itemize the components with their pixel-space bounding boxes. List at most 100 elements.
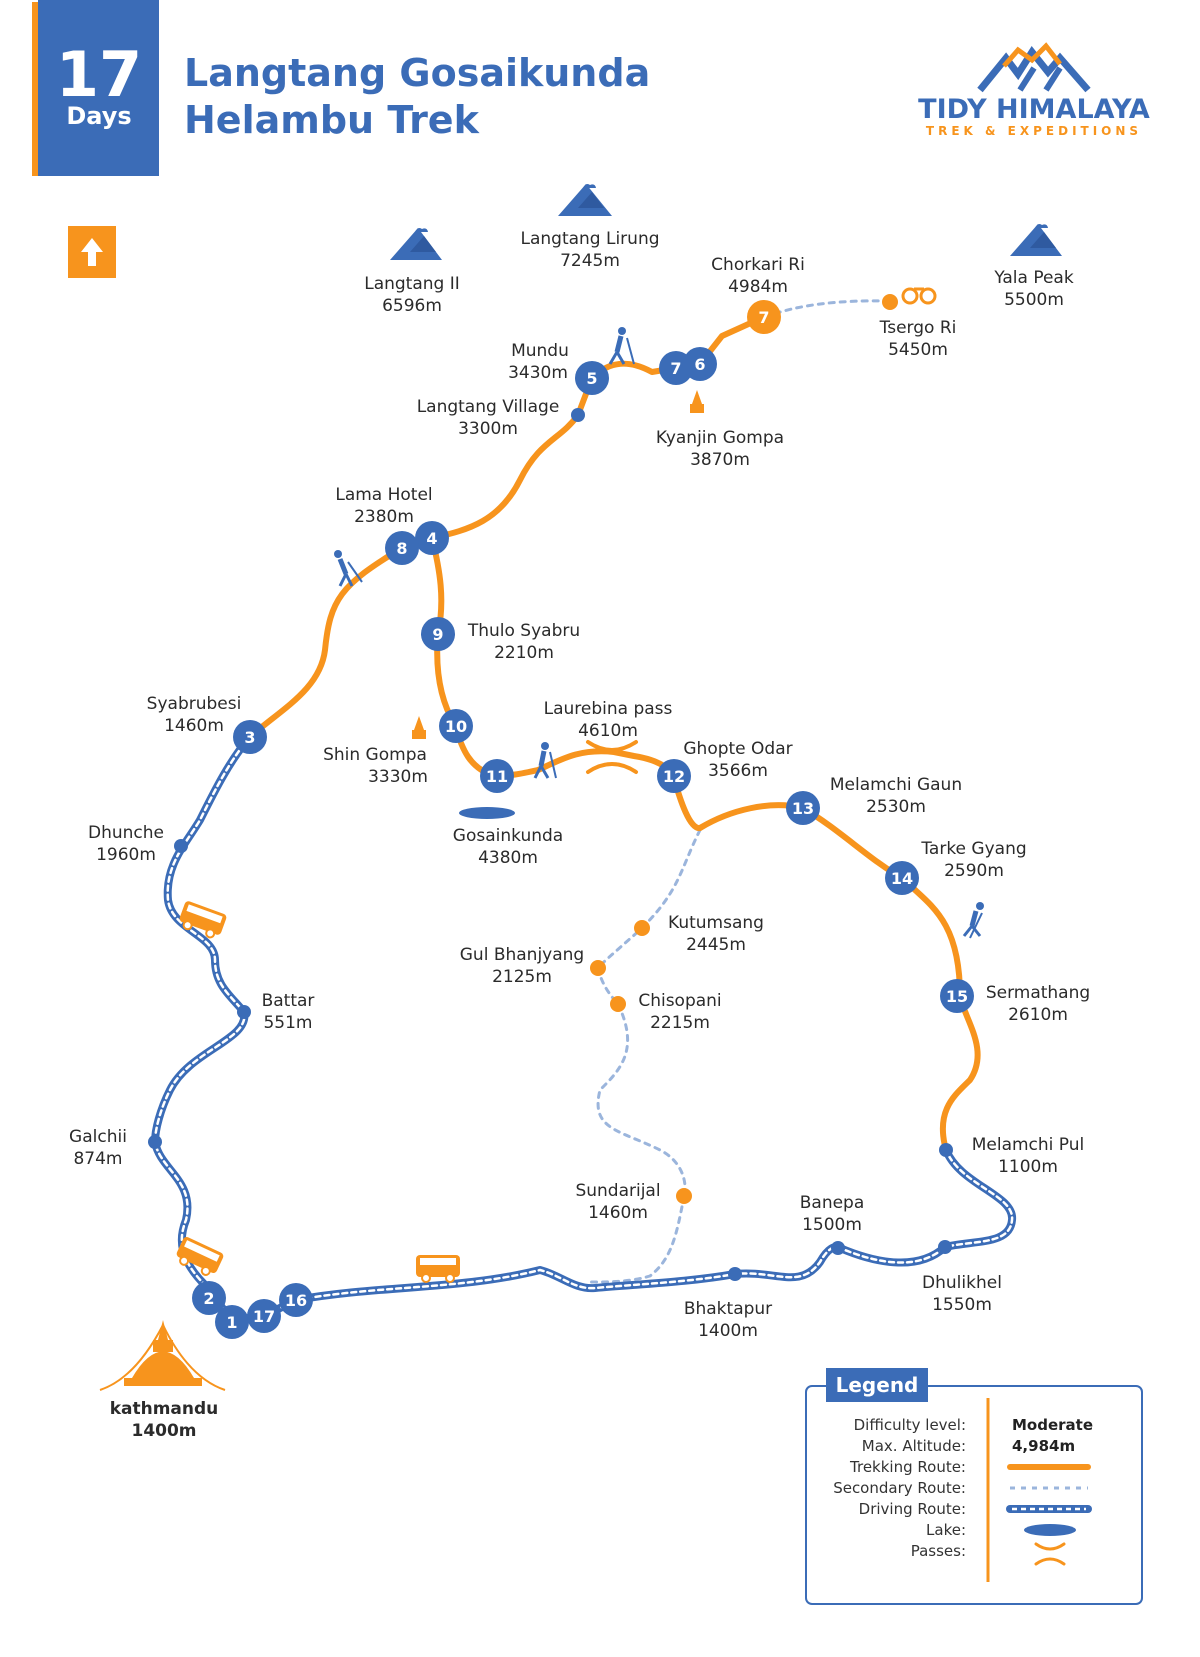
- alt-gosainkunda: 4380m: [478, 848, 538, 868]
- north-arrow: [68, 226, 116, 278]
- day-marker-circle: [279, 1283, 313, 1317]
- day-marker-circle: [215, 1305, 249, 1339]
- legend-passes-label: Passes:: [911, 1542, 966, 1560]
- legend-secondary-label: Secondary Route:: [833, 1479, 966, 1497]
- label-thulo-syabru: Thulo Syabru: [467, 621, 580, 641]
- legend-difficulty-label: Difficulty level:: [854, 1416, 966, 1434]
- binoculars-icon: [901, 287, 937, 305]
- lake-icon: [459, 807, 515, 819]
- day-marker-circle: [747, 300, 781, 334]
- alt-kathmandu: 1400m: [131, 1421, 196, 1441]
- day-marker-circle: [247, 1299, 281, 1333]
- alt-sundarijal: 1460m: [588, 1203, 648, 1223]
- alt-kutumsang: 2445m: [686, 935, 746, 955]
- day-marker-circle: [575, 361, 609, 395]
- stupa-icon: [412, 716, 426, 739]
- peak-name: Langtang Lirung: [520, 229, 659, 249]
- alt-battar: 551m: [263, 1013, 312, 1033]
- legend-trekking-label: Trekking Route:: [849, 1458, 966, 1476]
- day-marker: 7: [747, 300, 781, 334]
- arrow-up-icon: [81, 238, 103, 266]
- day-marker-circle: [885, 861, 919, 895]
- alt-gul: 2125m: [492, 967, 552, 987]
- day-marker-circle: [786, 791, 820, 825]
- legend-lake-label: Lake:: [926, 1521, 966, 1539]
- legend-difficulty-value: Moderate: [1012, 1416, 1093, 1434]
- brand-tagline: TREK & EXPEDITIONS: [926, 124, 1142, 138]
- day-marker: 5: [575, 361, 609, 395]
- alt-lama-hotel: 2380m: [354, 507, 414, 527]
- day-marker-number: 10: [445, 717, 467, 736]
- label-tarke: Tarke Gyang: [920, 839, 1026, 859]
- day-marker-circle: [233, 720, 267, 754]
- hiker-icon: [608, 327, 635, 365]
- day-marker: 2: [192, 1281, 226, 1315]
- label-syabrubesi: Syabrubesi: [147, 694, 242, 714]
- day-marker: 9: [421, 617, 455, 651]
- day-marker-circle: [480, 759, 514, 793]
- sundarijal-dot: [676, 1188, 692, 1204]
- chisopani-dot: [610, 996, 626, 1012]
- alt-melamchi-gaun: 2530m: [866, 797, 926, 817]
- day-marker-number: 15: [946, 987, 968, 1006]
- label-sundarijal: Sundarijal: [575, 1181, 660, 1201]
- stupa-icon: [690, 390, 704, 413]
- legend-title: Legend: [836, 1373, 919, 1397]
- day-marker: 12: [657, 759, 691, 793]
- label-gosainkunda: Gosainkunda: [453, 826, 563, 846]
- mountain-icon: [390, 228, 442, 260]
- day-marker: 14: [885, 861, 919, 895]
- place-labels: Chorkari Ri 4984m Tsergo Ri 5450m Mundu …: [69, 255, 1090, 1441]
- day-marker-number: 17: [253, 1307, 275, 1326]
- label-galchii: Galchii: [69, 1127, 127, 1147]
- alt-langtang-village: 3300m: [458, 419, 518, 439]
- day-marker-number: 1: [226, 1313, 237, 1332]
- day-marker: 17: [247, 1299, 281, 1333]
- kathmandu-stupa-icon: [99, 1320, 226, 1391]
- waypoints-small: [148, 294, 953, 1281]
- day-marker-circle: [940, 979, 974, 1013]
- day-marker-circle: [421, 617, 455, 651]
- label-tsergo: Tsergo Ri: [879, 318, 957, 338]
- label-bhaktapur: Bhaktapur: [684, 1299, 772, 1319]
- peak-langtang-ii: Langtang II 6596m: [364, 228, 460, 316]
- alt-shin-gompa: 3330m: [368, 767, 428, 787]
- lake-icon: [1024, 1524, 1076, 1536]
- kutumsang-dot: [634, 920, 650, 936]
- bus-icon: [416, 1255, 460, 1283]
- brand-logo: TIDY HIMALAYA TREK & EXPEDITIONS: [918, 42, 1150, 138]
- melamchi-pul-dot: [939, 1143, 953, 1157]
- day-marker-number: 13: [792, 799, 814, 818]
- label-gul: Gul Bhanjyang: [460, 945, 584, 965]
- alt-melamchi-pul: 1100m: [998, 1157, 1058, 1177]
- alt-dhulikhel: 1550m: [932, 1295, 992, 1315]
- title-line-1: Langtang Gosaikunda: [184, 51, 650, 95]
- legend-altitude-label: Max. Altitude:: [862, 1437, 966, 1455]
- label-kathmandu: kathmandu: [110, 1399, 219, 1419]
- peak-langtang-lirung: Langtang Lirung 7245m: [520, 184, 660, 271]
- alt-galchii: 874m: [73, 1149, 122, 1169]
- label-battar: Battar: [262, 991, 315, 1011]
- label-lama-hotel: Lama Hotel: [335, 485, 432, 505]
- dhulikhel-dot: [938, 1240, 952, 1254]
- label-kyanjin: Kyanjin Gompa: [656, 428, 784, 448]
- day-marker-number: 4: [426, 529, 437, 548]
- day-marker: 3: [233, 720, 267, 754]
- peak-alt: 5500m: [1004, 290, 1064, 310]
- day-marker-circle: [192, 1281, 226, 1315]
- day-marker-number: 16: [285, 1291, 307, 1310]
- brand-name: TIDY HIMALAYA: [918, 94, 1150, 125]
- peak-alt: 6596m: [382, 296, 442, 316]
- alt-chorkari: 4984m: [728, 277, 788, 297]
- alt-sermathang: 2610m: [1008, 1005, 1068, 1025]
- day-marker: 11: [480, 759, 514, 793]
- day-marker: 4: [415, 521, 449, 555]
- day-marker: 8: [385, 531, 419, 565]
- day-marker: 1: [215, 1305, 249, 1339]
- peak-alt: 7245m: [560, 251, 620, 271]
- day-marker-circle: [659, 351, 693, 385]
- banepa-dot: [831, 1241, 845, 1255]
- hiker-icon: [334, 550, 363, 587]
